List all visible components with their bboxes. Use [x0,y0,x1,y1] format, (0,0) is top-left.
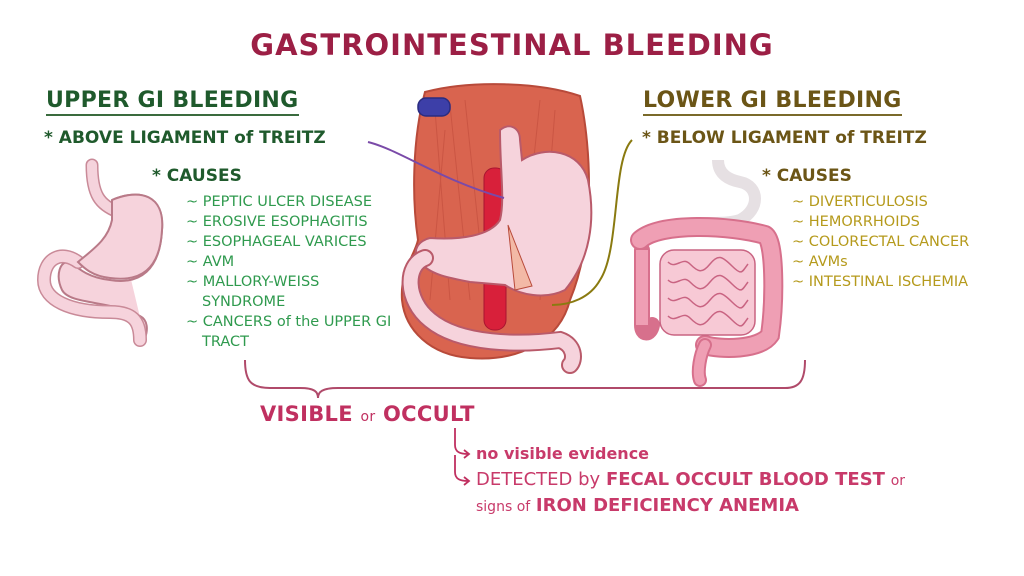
curved-arrow-icon [454,428,469,455]
upper-gi-causes-label: * CAUSES [152,166,242,186]
list-item: ~ PEPTIC ULCER DISEASE [186,194,373,210]
upper-gi-stomach-icon [36,158,164,347]
list-item: ~ AVM [186,254,235,270]
upper-gi-causes-list: ~ PEPTIC ULCER DISEASE ~ EROSIVE ESOPHAG… [186,192,401,352]
list-item: ~ CANCERS of the UPPER GI TRACT [186,314,392,350]
detected-by-text: DETECTED by [476,469,601,490]
upper-gi-location: * ABOVE LIGAMENT of TREITZ [44,128,326,148]
visible-or-occult-heading: VISIBLE or OCCULT [260,402,475,426]
iron-deficiency-anemia-text: IRON DEFICIENCY ANEMIA [535,495,799,516]
list-item: ~ EROSIVE ESOPHAGITIS [186,214,368,230]
occult-label: OCCULT [383,402,475,426]
lower-connector-line [551,139,633,306]
list-item: ~ HEMORRHOIDS [792,214,920,230]
lower-gi-heading: LOWER GI BLEEDING [643,88,902,116]
or-text: or [890,473,906,489]
curved-arrow-icon [454,455,469,482]
summary-brace [244,359,806,399]
signs-of-text: signs of [476,499,531,515]
list-item: ~ INTESTINAL ISCHEMIA [792,274,969,290]
upper-connector-line [367,141,505,199]
lower-gi-intestines-icon [630,159,784,387]
lower-gi-location: * BELOW LIGAMENT of TREITZ [642,128,927,148]
no-visible-evidence: no visible evidence [476,444,650,463]
or-label: or [360,409,376,425]
list-item: ~ COLORECTAL CANCER [792,234,970,250]
lower-gi-causes-label: * CAUSES [762,166,852,186]
list-item: ~ MALLORY-WEISS SYNDROME [186,274,320,310]
upper-gi-heading: UPPER GI BLEEDING [46,88,299,116]
list-item: ~ AVMs [792,254,848,270]
fobt-line: DETECTED by FECAL OCCULT BLOOD TEST or [476,466,905,495]
fobt-text: FECAL OCCULT BLOOD TEST [605,469,885,490]
visible-label: VISIBLE [260,402,353,426]
diagram-title: GASTROINTESTINAL BLEEDING [250,28,774,62]
lower-gi-causes-list: ~ DIVERTICULOSIS ~ HEMORRHOIDS ~ COLOREC… [792,192,1002,292]
iron-deficiency-line: signs of IRON DEFICIENCY ANEMIA [476,492,799,521]
ligament-of-treitz-anatomy-icon [400,83,593,374]
list-item: ~ ESOPHAGEAL VARICES [186,234,367,250]
list-item: ~ DIVERTICULOSIS [792,194,928,210]
